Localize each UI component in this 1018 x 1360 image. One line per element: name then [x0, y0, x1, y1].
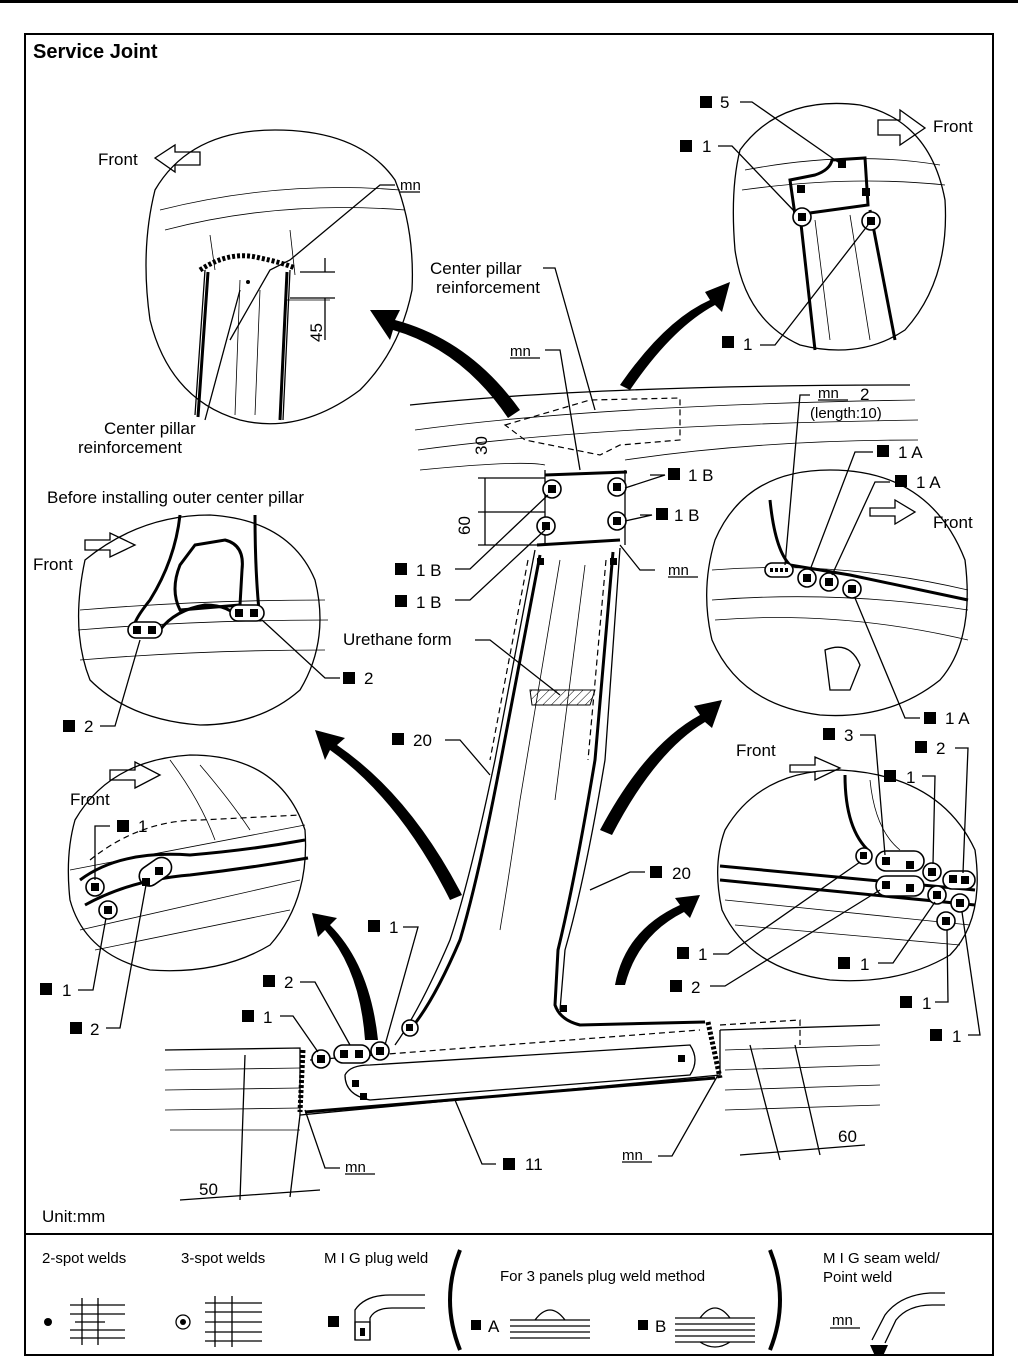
- legend-divider: [24, 1233, 994, 1235]
- front-label-3: Front: [33, 555, 73, 574]
- callout-11: 11: [525, 1155, 543, 1174]
- dim-50: 50: [199, 1180, 218, 1199]
- dim-60b: 60: [838, 1127, 857, 1146]
- top-rule: [0, 0, 1018, 3]
- seam-weld-symbol-1: mn: [400, 177, 421, 194]
- callout-1b-c: 1 B: [416, 561, 442, 580]
- callout-5: 5: [720, 93, 729, 112]
- callout-2-bot: 2: [284, 973, 293, 992]
- length-note: (length:10): [810, 405, 882, 422]
- front-label-1: Front: [98, 150, 138, 169]
- callout-1-rl-e: 1: [952, 1027, 961, 1046]
- unit-label: Unit:mm: [42, 1207, 105, 1226]
- front-label-5: Front: [70, 790, 110, 809]
- before-installing-label: Before installing outer center pillar: [47, 488, 304, 507]
- callout-2-seam: 2: [860, 385, 869, 404]
- detail-arrows: [312, 282, 730, 1040]
- detail-right-1a: mn 2 (length:10) 1 A 1 A Front 1 A: [706, 385, 973, 728]
- callout-1-rl-d: 1: [922, 994, 931, 1013]
- detail-top-left: 45 mn Front Center pillar reinforcement: [78, 129, 421, 457]
- callout-1-ll-a: 1: [138, 817, 147, 836]
- dim-60: 60: [455, 516, 474, 535]
- callout-1b-b: 1 B: [674, 506, 700, 525]
- seam-weld-symbol-2: mn: [510, 343, 531, 360]
- dim-45: 45: [307, 323, 326, 342]
- callout-1-rl-c: 1: [860, 955, 869, 974]
- legend-spot2-label: 2-spot welds: [42, 1250, 126, 1267]
- reinf-label-1b: reinforcement: [78, 438, 182, 457]
- diagram-frame: [24, 33, 994, 1356]
- callout-1-rl-b: 1: [698, 945, 707, 964]
- callout-1-ll-b: 1: [62, 981, 71, 1000]
- callout-2-rl-b: 2: [691, 978, 700, 997]
- reinf-label-1a: Center pillar: [104, 419, 196, 438]
- callout-3: 3: [844, 726, 853, 745]
- front-label-6: Front: [736, 741, 776, 760]
- reinf-label-2b: reinforcement: [436, 278, 540, 297]
- callout-2-bi-a: 2: [364, 669, 373, 688]
- legend-seam-symbol: mn: [832, 1312, 853, 1329]
- callout-20-a: 20: [413, 731, 432, 750]
- reinf-label-2a: Center pillar: [430, 259, 522, 278]
- legend-method-b: B: [655, 1317, 666, 1336]
- front-label-2: Front: [933, 117, 973, 136]
- callout-1-bot-a: 1: [389, 918, 398, 937]
- callout-2-rl: 2: [936, 739, 945, 758]
- front-label-4: Front: [933, 513, 973, 532]
- detail-before-installing: Before installing outer center pillar Fr…: [33, 488, 373, 736]
- callout-2-ll: 2: [90, 1020, 99, 1039]
- legend-seam-label-1: M I G seam weld/: [823, 1250, 941, 1267]
- seam-weld-symbol-4: mn: [818, 385, 839, 402]
- callout-1-rl-a: 1: [906, 768, 915, 787]
- callout-20-b: 20: [672, 864, 691, 883]
- callout-2-bi-b: 2: [84, 717, 93, 736]
- callout-1b-a: 1 B: [688, 466, 714, 485]
- detail-right-lower: Front 3 2 1 1 2 1 1 1: [670, 726, 981, 1046]
- callout-1-tr-b: 1: [743, 335, 752, 354]
- detail-left-lower: Front 1 1 2: [40, 754, 309, 1039]
- page-title: Service Joint: [33, 41, 158, 63]
- legend-mig-plug-label: M I G plug weld: [324, 1250, 428, 1267]
- callout-1a-b: 1 A: [916, 473, 941, 492]
- seam-weld-symbol-3: mn: [668, 562, 689, 579]
- legend-seam-label-2: Point weld: [823, 1269, 892, 1286]
- urethane-label: Urethane form: [343, 630, 452, 649]
- callout-1a-c: 1 A: [945, 709, 970, 728]
- dim-30: 30: [472, 436, 491, 455]
- callout-1b-d: 1 B: [416, 593, 442, 612]
- legend-spot3-label: 3-spot welds: [181, 1250, 265, 1267]
- center-pillar-main: [164, 384, 919, 1131]
- detail-top-right: Front 5 1 1: [680, 93, 973, 354]
- legend: 2-spot welds 3-spot welds M I G plug wel…: [42, 1249, 945, 1356]
- callout-1-tr-a: 1: [702, 137, 711, 156]
- callout-1-bot-b: 1: [263, 1008, 272, 1027]
- seam-weld-symbol-6: mn: [622, 1147, 643, 1164]
- legend-three-panels-label: For 3 panels plug weld method: [500, 1268, 705, 1285]
- legend-method-a: A: [488, 1317, 500, 1336]
- callout-1a-a: 1 A: [898, 443, 923, 462]
- seam-weld-symbol-5: mn: [345, 1159, 366, 1176]
